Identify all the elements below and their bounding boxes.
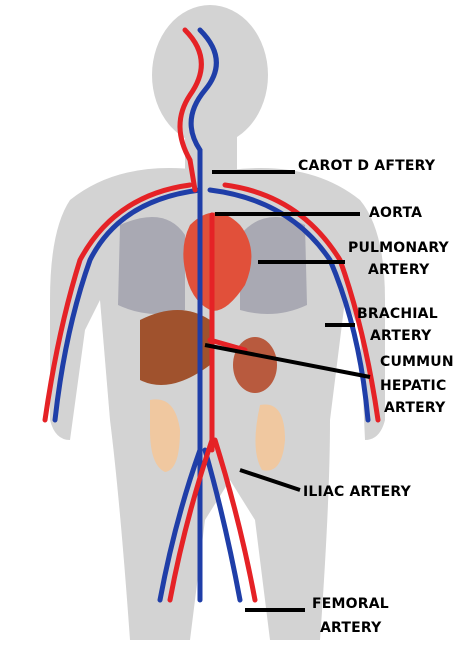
- pulmonary-artery-label-line1: PULMONARY: [348, 240, 449, 256]
- common-hepatic-artery-label-line3: ARTERY: [384, 400, 445, 416]
- brachial-artery-label-line2: ARTERY: [370, 328, 431, 344]
- body-silhouette: [50, 5, 385, 640]
- iliac-artery-label: ILIAC ARTERY: [303, 484, 411, 500]
- kidney: [233, 337, 277, 393]
- brachial-artery-label-line1: BRACHIAL: [357, 306, 438, 322]
- femoral-artery-label-line2: ARTERY: [320, 620, 381, 636]
- common-hepatic-artery-label-line2: HEPATIC: [380, 378, 446, 394]
- common-hepatic-artery-label-line1: CUMMUN: [380, 354, 454, 370]
- pulmonary-artery-label-line2: ARTERY: [368, 262, 429, 278]
- aorta-label: AORTA: [369, 205, 422, 221]
- femoral-artery-label-line1: FEMORAL: [312, 596, 389, 612]
- carotid-artery-label: CAROT D AFTERY: [298, 158, 435, 174]
